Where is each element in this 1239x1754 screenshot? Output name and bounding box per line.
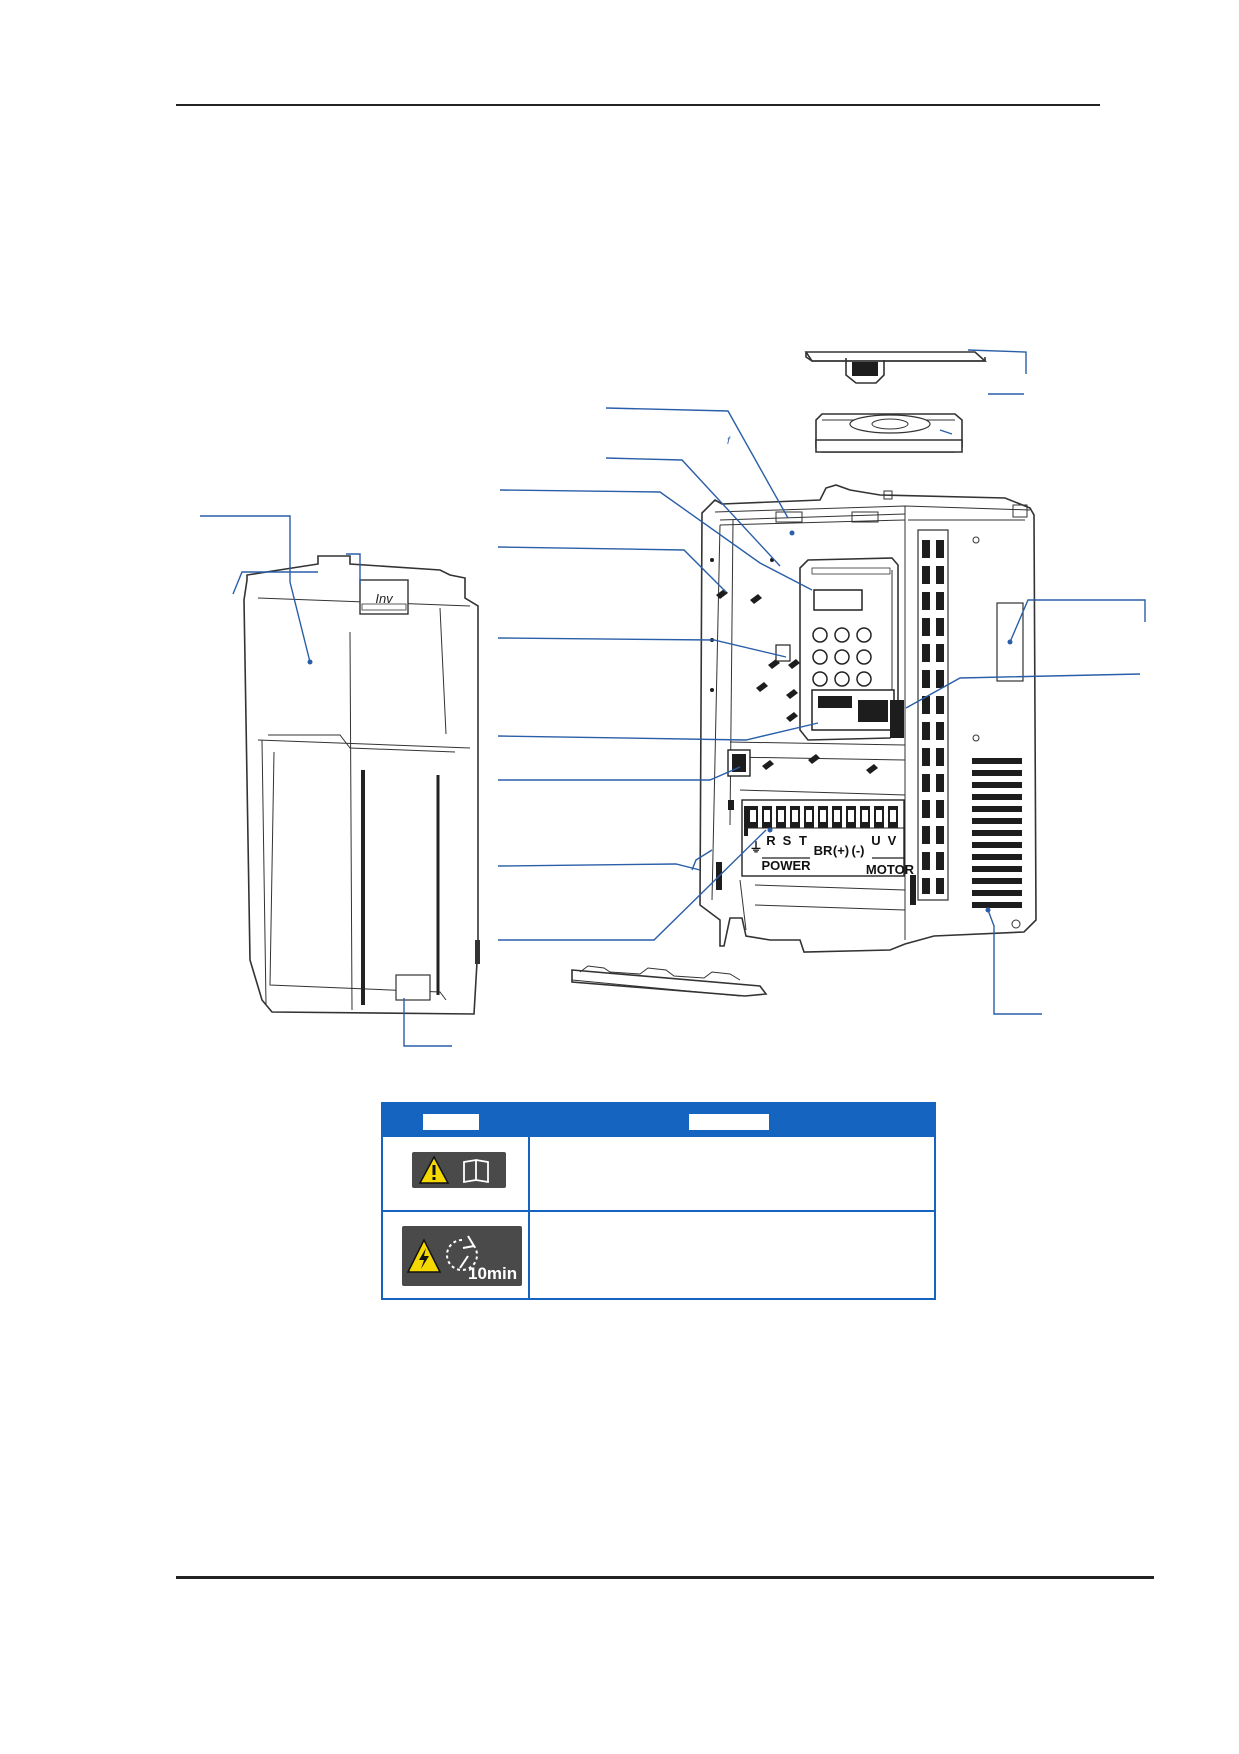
drive-chassis <box>699 484 1037 953</box>
timer-icon <box>446 1235 478 1271</box>
warning-manual-pictogram <box>412 1152 506 1188</box>
terminal-v: V <box>888 833 897 848</box>
terminal-ground: ⏚ <box>749 840 762 855</box>
terminal-group-motor: MOTOR <box>866 862 915 877</box>
fan-guard <box>804 351 988 384</box>
safety-label-table: 10min <box>381 1102 936 1300</box>
terminal-r: R <box>766 833 776 848</box>
cover-logo-text: Inv <box>375 591 394 606</box>
cooling-fan <box>815 413 963 453</box>
table-row <box>383 1137 934 1212</box>
terminal-u: U <box>871 833 880 848</box>
front-cover: Inv <box>243 555 480 1015</box>
read-manual-icon <box>463 1158 489 1184</box>
header-rule <box>176 104 1100 106</box>
power-terminal-block: ⏚ R S T BR (+) (-) U V POWER MOTOR <box>741 799 915 877</box>
cable-entry-plate <box>571 965 768 997</box>
header-cell-label <box>423 1114 479 1130</box>
discharge-time-pictogram: 10min <box>402 1226 522 1286</box>
terminal-dc-plus: (+) <box>833 843 849 858</box>
table-column-divider <box>528 1137 530 1300</box>
header-cell-description <box>689 1114 769 1130</box>
terminal-t: T <box>799 833 807 848</box>
callout-mark: f <box>727 436 731 447</box>
callout-leaders: f <box>200 349 1146 1047</box>
discharge-time-text: 10min <box>468 1264 518 1283</box>
side-vent-slots <box>922 540 944 894</box>
keypad-panel <box>799 557 904 741</box>
terminal-br: BR <box>814 843 833 858</box>
terminal-group-power: POWER <box>761 858 811 873</box>
terminal-s: S <box>783 833 792 848</box>
keypad-buttons <box>812 627 872 687</box>
table-row: 10min <box>383 1212 934 1298</box>
table-header <box>383 1104 934 1137</box>
rear-grille <box>972 758 1022 908</box>
footer-rule <box>176 1576 1154 1579</box>
terminal-dc-minus: (-) <box>852 843 865 858</box>
